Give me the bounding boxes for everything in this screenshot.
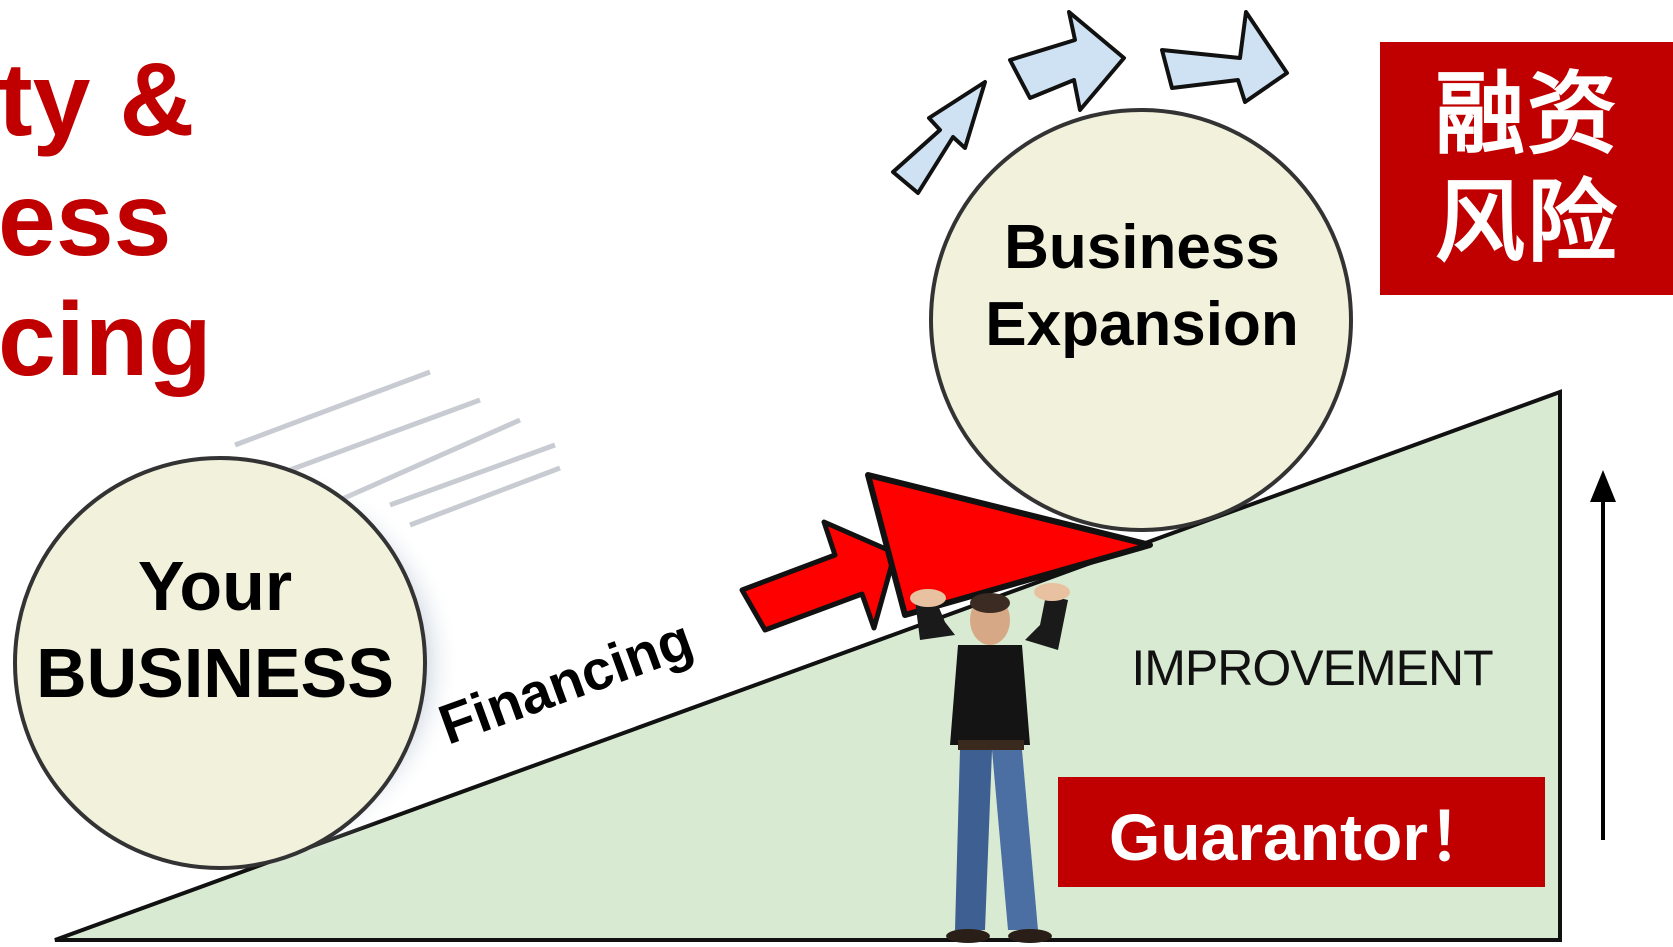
risk-line-1: 融资 (1435, 62, 1619, 167)
your-business-circle (13, 456, 427, 870)
business-expansion-circle (929, 108, 1353, 532)
title-line-3: cing (0, 282, 212, 398)
motion-lines (234, 369, 561, 528)
business-expansion-line2: Expansion (985, 290, 1299, 359)
figure-right-leg (992, 750, 1038, 930)
figure-right-arm (1025, 595, 1068, 650)
risk-line-2: 风险 (1435, 170, 1619, 275)
figure-belt (958, 740, 1024, 750)
figure-right-shoe (1008, 929, 1052, 943)
red-wedge (865, 472, 1153, 618)
title-line-2: ess (0, 162, 172, 278)
improvement-label: IMPROVEMENT (1131, 640, 1493, 696)
title-line-1: ty & (0, 42, 195, 158)
your-business-line1: Your (138, 547, 292, 625)
figure-left-shoe (946, 929, 990, 943)
your-business-line2: BUSINESS (36, 634, 394, 712)
figure-torso (950, 645, 1030, 745)
figure-left-arm (915, 598, 955, 640)
growth-arrows (891, 10, 1289, 195)
financing-arrow (739, 519, 898, 633)
financing-risk-box: 融资 风险 (1380, 42, 1673, 295)
growth-arrow-3 (1160, 10, 1289, 104)
figure-hair (970, 593, 1010, 613)
figure-left-leg (955, 750, 992, 930)
growth-arrow-2 (1008, 10, 1126, 112)
guarantor-box: Guarantor！ (1058, 777, 1545, 887)
guarantor-figure (910, 583, 1070, 943)
vertical-up-arrow (1590, 470, 1616, 840)
growth-arrow-1 (891, 80, 987, 195)
figure-right-hand (1034, 583, 1070, 601)
figure-left-hand (910, 589, 946, 607)
business-expansion-line1: Business (1004, 213, 1280, 282)
